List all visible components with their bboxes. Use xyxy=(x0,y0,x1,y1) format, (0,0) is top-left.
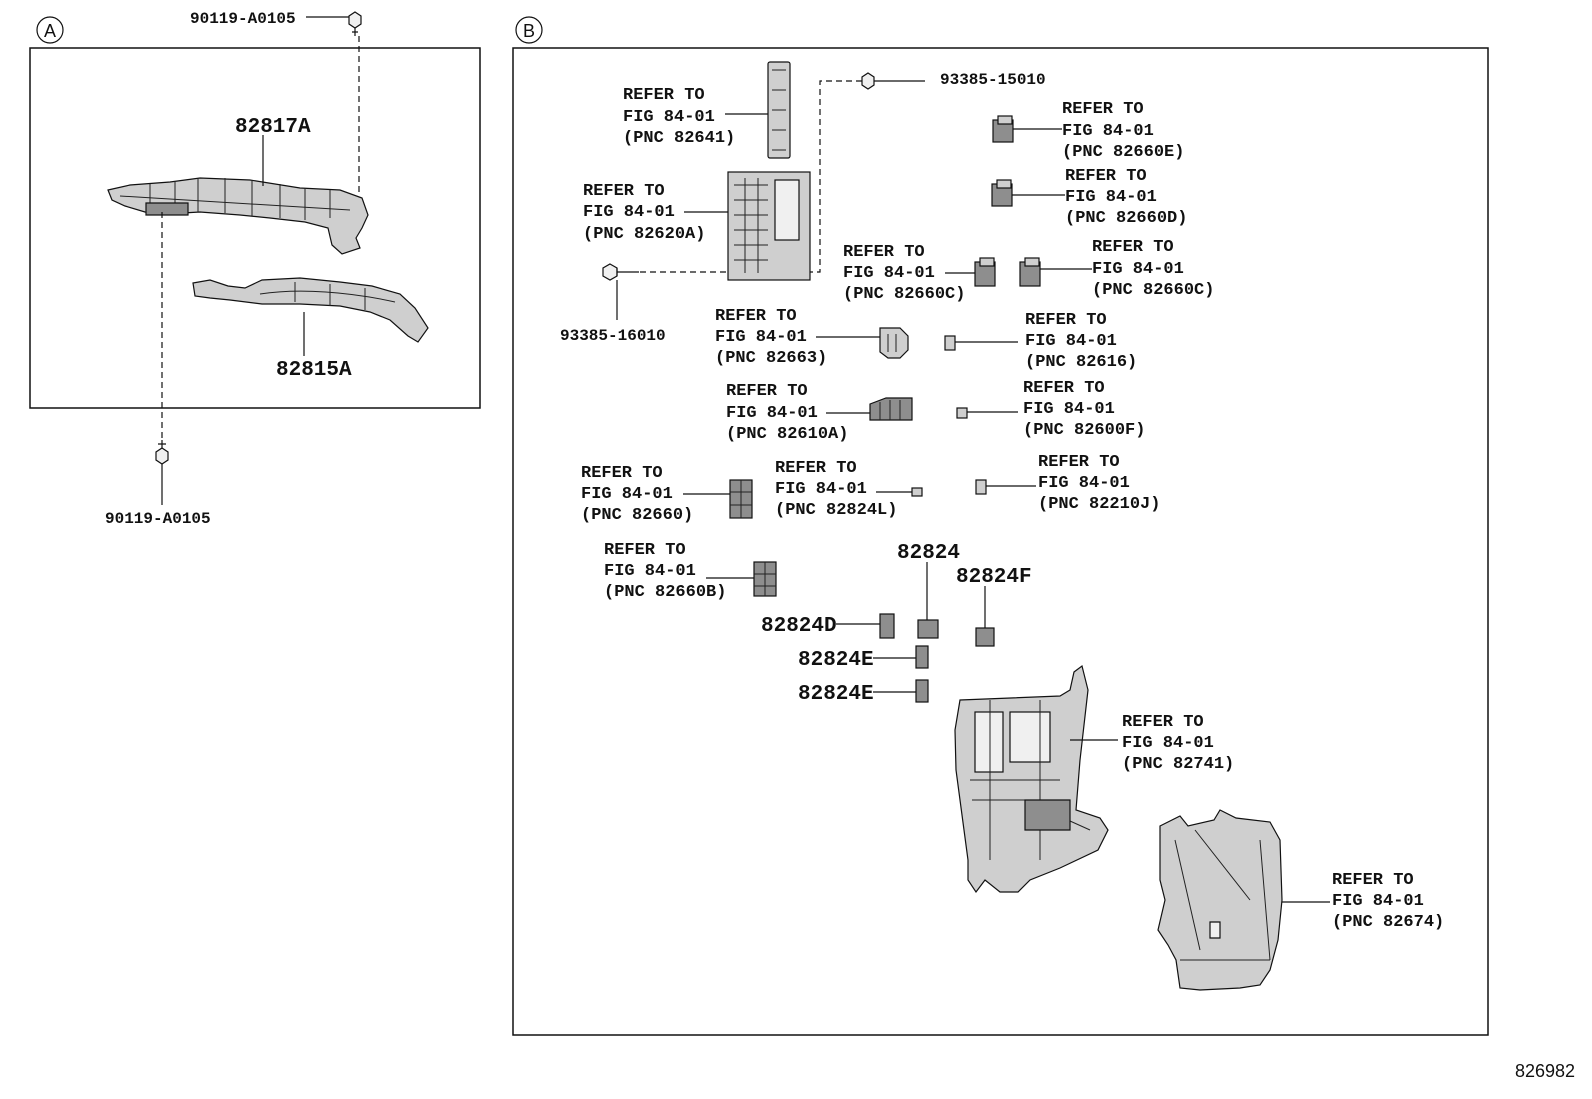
part-82610a[interactable] xyxy=(869,397,913,421)
bolt-90119-bottom[interactable] xyxy=(155,440,169,505)
refer-82616-line3: (PNC 82616) xyxy=(1025,353,1137,372)
refer-82660c-a-line1: REFER TO xyxy=(843,243,925,262)
label-82815a: 82815A xyxy=(276,359,352,382)
refer-82660-line3: (PNC 82660) xyxy=(581,506,693,525)
part-82815a[interactable] xyxy=(192,277,429,343)
part-82824f[interactable] xyxy=(975,627,995,647)
label-90119-a0105-bottom: 90119-A0105 xyxy=(105,510,211,528)
refer-82660d-line2: FIG 84-01 xyxy=(1065,188,1157,207)
figure-id: 826982 xyxy=(1515,1061,1575,1081)
part-82824[interactable] xyxy=(917,619,939,639)
refer-82660b-line3: (PNC 82660B) xyxy=(604,583,726,602)
section-b-frame xyxy=(512,47,1489,1036)
refer-82663-line1: REFER TO xyxy=(715,307,797,326)
label-82824e-1: 82824E xyxy=(798,649,874,672)
refer-82210j-line1: REFER TO xyxy=(1038,453,1120,472)
refer-82660c-a-line3: (PNC 82660C) xyxy=(843,285,965,304)
refer-82641-line3: (PNC 82641) xyxy=(623,129,735,148)
part-82824e-1[interactable] xyxy=(915,645,929,669)
part-82210j[interactable] xyxy=(975,479,987,495)
refer-82674-line1: REFER TO xyxy=(1332,871,1414,890)
label-82824: 82824 xyxy=(897,542,960,565)
refer-82660-line1: REFER TO xyxy=(581,464,663,483)
refer-82641-line1: REFER TO xyxy=(623,86,705,105)
part-82824e-2[interactable] xyxy=(915,679,929,703)
refer-82741-line2: FIG 84-01 xyxy=(1122,734,1214,753)
refer-82620a-line3: (PNC 82620A) xyxy=(583,225,705,244)
refer-82674-line3: (PNC 82674) xyxy=(1332,913,1444,932)
part-82641[interactable] xyxy=(767,61,791,159)
section-b-marker-circle xyxy=(515,16,543,44)
label-90119-a0105-top: 90119-A0105 xyxy=(190,10,296,28)
part-82824l[interactable] xyxy=(911,487,923,497)
refer-82741-line1: REFER TO xyxy=(1122,713,1204,732)
section-b: B REFER TO FIG 84-01 (PNC 82641) 93385-1… xyxy=(512,16,1489,1036)
refer-82663-line3: (PNC 82663) xyxy=(715,349,827,368)
label-82824e-2: 82824E xyxy=(798,683,874,706)
section-b-marker: B xyxy=(523,21,535,41)
refer-82210j-line2: FIG 84-01 xyxy=(1038,474,1130,493)
bolt-90119-top[interactable] xyxy=(306,11,362,36)
part-82660b[interactable] xyxy=(753,561,777,597)
label-82817a: 82817A xyxy=(235,116,311,139)
part-82660d[interactable] xyxy=(991,179,1013,207)
label-93385-16010: 93385-16010 xyxy=(560,327,666,345)
refer-82620a-line2: FIG 84-01 xyxy=(583,203,675,222)
part-82660c-b[interactable] xyxy=(1019,257,1041,287)
section-a-marker: A xyxy=(44,21,56,41)
refer-82660d-line3: (PNC 82660D) xyxy=(1065,209,1187,228)
section-a-frame xyxy=(29,47,481,409)
label-82824d: 82824D xyxy=(761,615,837,638)
part-82620a[interactable] xyxy=(727,171,811,281)
refer-82210j-line3: (PNC 82210J) xyxy=(1038,495,1160,514)
refer-82610a-line3: (PNC 82610A) xyxy=(726,425,848,444)
section-a: A 90119-A0105 82817A 82815A xyxy=(29,10,481,528)
part-82674[interactable] xyxy=(1157,809,1283,991)
refer-82660e-line3: (PNC 82660E) xyxy=(1062,143,1184,162)
part-82741[interactable] xyxy=(954,664,1109,894)
part-82600f[interactable] xyxy=(956,407,968,419)
refer-82741-line3: (PNC 82741) xyxy=(1122,755,1234,774)
refer-82660c-a-line2: FIG 84-01 xyxy=(843,264,935,283)
refer-82660c-b-line1: REFER TO xyxy=(1092,238,1174,257)
part-82660e[interactable] xyxy=(992,115,1014,143)
refer-82660d-line1: REFER TO xyxy=(1065,167,1147,186)
refer-82660b-line2: FIG 84-01 xyxy=(604,562,696,581)
refer-82660e-line1: REFER TO xyxy=(1062,100,1144,119)
refer-82660c-b-line2: FIG 84-01 xyxy=(1092,260,1184,279)
refer-82620a-line1: REFER TO xyxy=(583,182,665,201)
part-82660[interactable] xyxy=(729,479,753,519)
refer-82641-line2: FIG 84-01 xyxy=(623,108,715,127)
refer-82600f-line3: (PNC 82600F) xyxy=(1023,421,1145,440)
refer-82824l-line3: (PNC 82824L) xyxy=(775,501,897,520)
refer-82600f-line2: FIG 84-01 xyxy=(1023,400,1115,419)
refer-82663-line2: FIG 84-01 xyxy=(715,328,807,347)
part-82616[interactable] xyxy=(944,335,956,351)
refer-82660-line2: FIG 84-01 xyxy=(581,485,673,504)
refer-82610a-line1: REFER TO xyxy=(726,382,808,401)
bolt-93385-16010[interactable] xyxy=(602,263,639,320)
refer-82600f-line1: REFER TO xyxy=(1023,379,1105,398)
refer-82824l-line1: REFER TO xyxy=(775,459,857,478)
refer-82610a-line2: FIG 84-01 xyxy=(726,404,818,423)
refer-82616-line2: FIG 84-01 xyxy=(1025,332,1117,351)
bolt-93385-15010[interactable] xyxy=(861,72,925,90)
part-82660c-a[interactable] xyxy=(974,257,996,287)
refer-82674-line2: FIG 84-01 xyxy=(1332,892,1424,911)
refer-82660e-line2: FIG 84-01 xyxy=(1062,122,1154,141)
label-82824f: 82824F xyxy=(956,566,1032,589)
part-82824d[interactable] xyxy=(879,613,895,639)
label-93385-15010: 93385-15010 xyxy=(940,71,1046,89)
refer-82660c-b-line3: (PNC 82660C) xyxy=(1092,281,1214,300)
refer-82616-line1: REFER TO xyxy=(1025,311,1107,330)
part-82663[interactable] xyxy=(879,327,909,359)
refer-82660b-line1: REFER TO xyxy=(604,541,686,560)
part-82817a[interactable] xyxy=(107,177,369,255)
refer-82824l-line2: FIG 84-01 xyxy=(775,480,867,499)
section-a-marker-circle xyxy=(36,16,64,44)
